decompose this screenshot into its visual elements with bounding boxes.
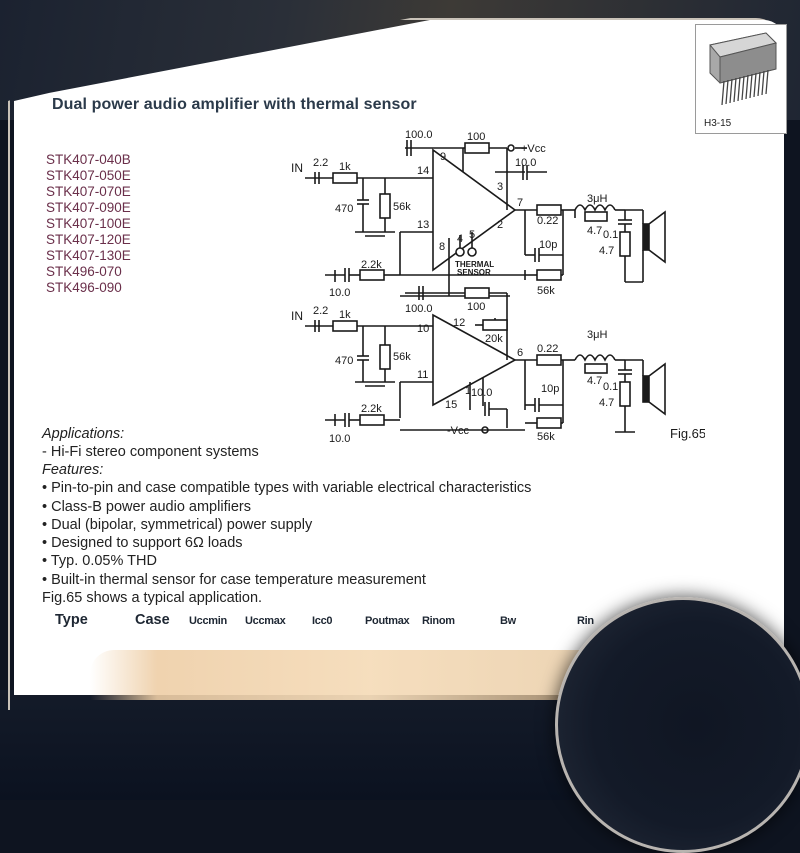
label-4-7b: 4.7 [599, 245, 614, 257]
label-cap-2-2: 2.2 [313, 305, 328, 317]
feature-item: • Designed to support 6Ω loads [42, 535, 243, 552]
label-20k: 20k [485, 333, 503, 345]
pin-label: 7 [517, 197, 523, 209]
type-list: STK407-040B STK407-050E STK407-070E STK4… [46, 152, 131, 296]
datasheet-page [14, 20, 784, 695]
feature-item: • Pin-to-pin and case compatible types w… [42, 480, 532, 497]
label-in: IN [291, 309, 303, 323]
label-4-7b: 4.7 [599, 397, 614, 409]
type-item: STK496-090 [46, 280, 122, 295]
opamp-symbol [432, 313, 517, 407]
type-item: STK407-100E [46, 216, 131, 231]
pin-label: 6 [517, 347, 523, 359]
label-10-0-in: 10.0 [329, 433, 350, 445]
pin-label: 4 [457, 233, 463, 245]
feature-item: • Class-B power audio amplifiers [42, 498, 251, 515]
label-0-22: 0.22 [537, 343, 558, 355]
type-item: STK407-130E [46, 248, 131, 263]
col-case: Case [135, 612, 170, 628]
col-poutmax: Poutmax [365, 615, 410, 627]
description-text: Applications: - Hi-Fi stereo component s… [42, 425, 531, 607]
pin-label: 5 [469, 229, 475, 241]
application-item: - Hi-Fi stereo component systems [42, 444, 259, 460]
label-100-0: 100.0 [405, 303, 433, 315]
resistor-1k [332, 172, 358, 184]
col-icc0: Icc0 [312, 615, 333, 627]
label-2-2k: 2.2k [361, 259, 382, 271]
decorative-lens [555, 597, 800, 853]
label-2-2k: 2.2k [361, 403, 382, 415]
spec-table-header: Type Case Uccmin Uccmax Icc0 Poutmax Rin… [55, 612, 615, 634]
pin-label: 15 [445, 399, 457, 411]
amplifier-schematic: IN 2.2 1k 470 56k 100.0 100 +Vcc 10.0 3μ… [291, 129, 705, 445]
col-rinom: Rinom [422, 615, 455, 627]
type-item: STK407-040B [46, 152, 131, 167]
pin-label: 8 [439, 241, 445, 253]
label-56k-fb: 56k [537, 431, 555, 443]
col-bw: Bw [500, 615, 516, 627]
applications-header: Applications: [42, 426, 125, 442]
pin-label: 2 [497, 219, 503, 231]
label-3uh: 3μH [587, 329, 607, 341]
col-rin: Rin [577, 615, 594, 627]
label-470: 470 [335, 355, 353, 367]
feature-item: • Dual (bipolar, symmetrical) power supp… [42, 516, 313, 533]
label-100: 100 [467, 301, 485, 313]
type-item: STK407-070E [46, 184, 131, 199]
type-item: STK496-070 [46, 264, 122, 279]
label-0-1: 0.1 [603, 229, 618, 241]
label-56k: 56k [393, 351, 411, 363]
label-in: IN [291, 161, 303, 175]
opamp-symbol [432, 148, 517, 272]
type-item: STK407-050E [46, 168, 131, 183]
label-10p: 10p [539, 239, 557, 251]
label-cap-2-2: 2.2 [313, 157, 328, 169]
type-item: STK407-090E [46, 200, 131, 215]
col-type: Type [55, 612, 88, 628]
col-uccmax: Uccmax [245, 615, 286, 627]
label-vcc: +Vcc [521, 143, 546, 155]
label-10-0b: 10.0 [471, 387, 492, 399]
label-470: 470 [335, 203, 353, 215]
pin-label: 10 [417, 323, 429, 335]
label-4-7a: 4.7 [587, 225, 602, 237]
pin-label: 14 [417, 165, 429, 177]
label-56k: 56k [393, 201, 411, 213]
fig-label: Fig.65 [670, 426, 705, 441]
lower-amplifier [305, 286, 666, 434]
type-item: STK407-120E [46, 232, 131, 247]
label-100-0: 100.0 [405, 129, 433, 141]
feature-item: • Built-in thermal sensor for case tempe… [42, 571, 426, 588]
label-0-1: 0.1 [603, 381, 618, 393]
label-100: 100 [467, 131, 485, 143]
pin-label: 3 [497, 181, 503, 193]
upper-amplifier [305, 140, 666, 297]
label-res-1k: 1k [339, 309, 351, 321]
label-10-0-in: 10.0 [329, 287, 350, 299]
label-thermal: THERMAL [455, 260, 494, 269]
fig-note: Fig.65 shows a typical application. [42, 590, 263, 607]
document-title: Dual power audio amplifier with thermal … [52, 96, 417, 113]
pin-label: 1 [465, 385, 471, 397]
features-header: Features: [42, 462, 104, 479]
label-10-0: 10.0 [515, 157, 536, 169]
pin-label: 13 [417, 219, 429, 231]
pin-label: 12 [453, 317, 465, 329]
package-label: H3-15 [704, 118, 732, 129]
pin-label: 11 [417, 369, 428, 381]
feature-item: • Typ. 0.05% THD [42, 553, 157, 570]
label-3uh: 3μH [587, 193, 607, 205]
package-thumbnail: H3-15 [695, 24, 787, 134]
label-sensor: SENSOR [457, 268, 491, 277]
label-0-22: 0.22 [537, 215, 558, 227]
col-uccmin: Uccmin [189, 615, 227, 627]
package-chip-icon [709, 32, 777, 106]
pin-label: 9 [440, 151, 446, 163]
label-neg-vcc: -Vcc [447, 425, 470, 437]
label-56k-fb: 56k [537, 285, 555, 297]
label-4-7a: 4.7 [587, 375, 602, 387]
label-10p: 10p [541, 383, 559, 395]
label-res-1k: 1k [339, 161, 351, 173]
bottom-glow [90, 650, 650, 700]
